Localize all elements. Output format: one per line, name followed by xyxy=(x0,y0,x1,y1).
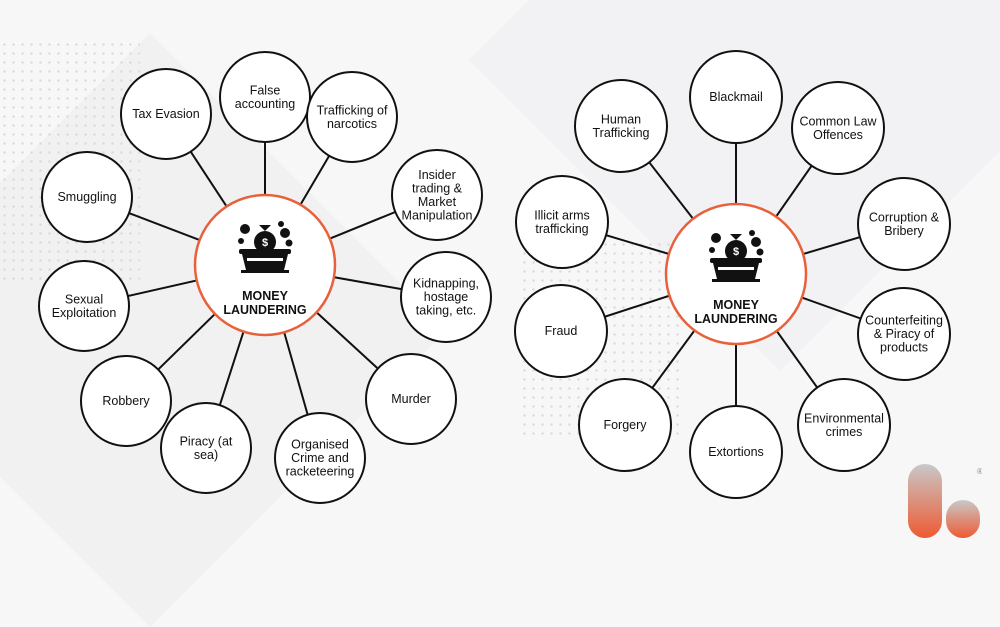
node-label: trafficking xyxy=(535,222,588,236)
node-circle xyxy=(400,251,492,343)
node-circle xyxy=(80,355,172,447)
hub-title: MONEY xyxy=(713,298,760,312)
node-label: Forgery xyxy=(603,418,647,432)
node-label: Sexual xyxy=(65,292,103,306)
hub-title: LAUNDERING xyxy=(694,312,777,326)
node-label: Illicit arms xyxy=(534,208,590,222)
node-circle xyxy=(120,68,212,160)
node-label: Kidnapping, xyxy=(413,277,479,291)
node-circle xyxy=(514,284,608,378)
hub-title: LAUNDERING xyxy=(223,303,306,317)
svg-text:$: $ xyxy=(733,246,739,258)
node-label: Trafficking xyxy=(593,126,650,140)
node-label: products xyxy=(880,341,928,355)
node-circle xyxy=(857,287,951,381)
node-label: Fraud xyxy=(545,324,578,338)
brand-logo-icon: ® xyxy=(908,464,982,538)
node-label: accounting xyxy=(235,97,296,111)
node-circle xyxy=(365,353,457,445)
node-circle xyxy=(391,149,483,241)
node-murder: Murder xyxy=(365,353,457,445)
node-circle xyxy=(160,402,252,494)
node-circle xyxy=(306,71,398,163)
node-circle xyxy=(578,378,672,472)
node-blackmail: Blackmail xyxy=(689,50,783,144)
node-label: narcotics xyxy=(327,117,377,131)
node-forgery: Forgery xyxy=(578,378,672,472)
node-circle xyxy=(41,151,133,243)
node-label: Extortions xyxy=(708,445,764,459)
node-label: crimes xyxy=(826,425,863,439)
node-label: Robbery xyxy=(102,394,150,408)
node-label: Market xyxy=(418,195,457,209)
node-label: Offences xyxy=(813,128,863,142)
node-label: sea) xyxy=(194,448,218,462)
node-robbery: Robbery xyxy=(80,355,172,447)
node-label: Blackmail xyxy=(709,90,763,104)
node-label: False xyxy=(250,83,281,97)
node-label: Trafficking of xyxy=(317,103,388,117)
node-label: Bribery xyxy=(884,224,924,238)
node-circle xyxy=(574,79,668,173)
hub-title: MONEY xyxy=(242,289,289,303)
node-circle xyxy=(791,81,885,175)
node-label: Manipulation xyxy=(402,208,473,222)
node-label: hostage xyxy=(424,290,469,304)
node-label: Piracy (at xyxy=(180,434,233,448)
node-label: Exploitation xyxy=(52,306,117,320)
node-label: racketeering xyxy=(286,465,355,479)
node-circle xyxy=(689,50,783,144)
node-fraud: Fraud xyxy=(514,284,608,378)
node-label: Human xyxy=(601,112,641,126)
registered-mark: ® xyxy=(977,467,982,476)
node-label: Smuggling xyxy=(57,190,116,204)
node-circle xyxy=(857,177,951,271)
node-label: Tax Evasion xyxy=(132,107,199,121)
node-label: taking, etc. xyxy=(416,304,476,318)
node-label: trading & xyxy=(412,181,463,195)
node-circle xyxy=(274,412,366,504)
money-laundering-icon: $ xyxy=(238,221,293,273)
node-label: Crime and xyxy=(291,451,349,465)
node-label: Environmental xyxy=(804,411,884,425)
node-label: Insider xyxy=(418,168,456,182)
node-label: & Piracy of xyxy=(874,327,935,341)
node-label: Common Law xyxy=(799,114,877,128)
node-circle xyxy=(797,378,891,472)
node-circle xyxy=(219,51,311,143)
node-circle xyxy=(689,405,783,499)
node-corruption-bribery: Corruption &Bribery xyxy=(857,177,951,271)
svg-text:$: $ xyxy=(262,237,268,249)
node-label: Murder xyxy=(391,392,431,406)
node-circle xyxy=(38,260,130,352)
money-laundering-icon: $ xyxy=(709,230,764,282)
node-smuggling: Smuggling xyxy=(41,151,133,243)
node-label: Organised xyxy=(291,438,349,452)
node-label: Corruption & xyxy=(869,210,940,224)
node-label: Counterfeiting xyxy=(865,314,943,328)
node-tax-evasion: Tax Evasion xyxy=(120,68,212,160)
node-extortions: Extortions xyxy=(689,405,783,499)
node-circle xyxy=(515,175,609,269)
